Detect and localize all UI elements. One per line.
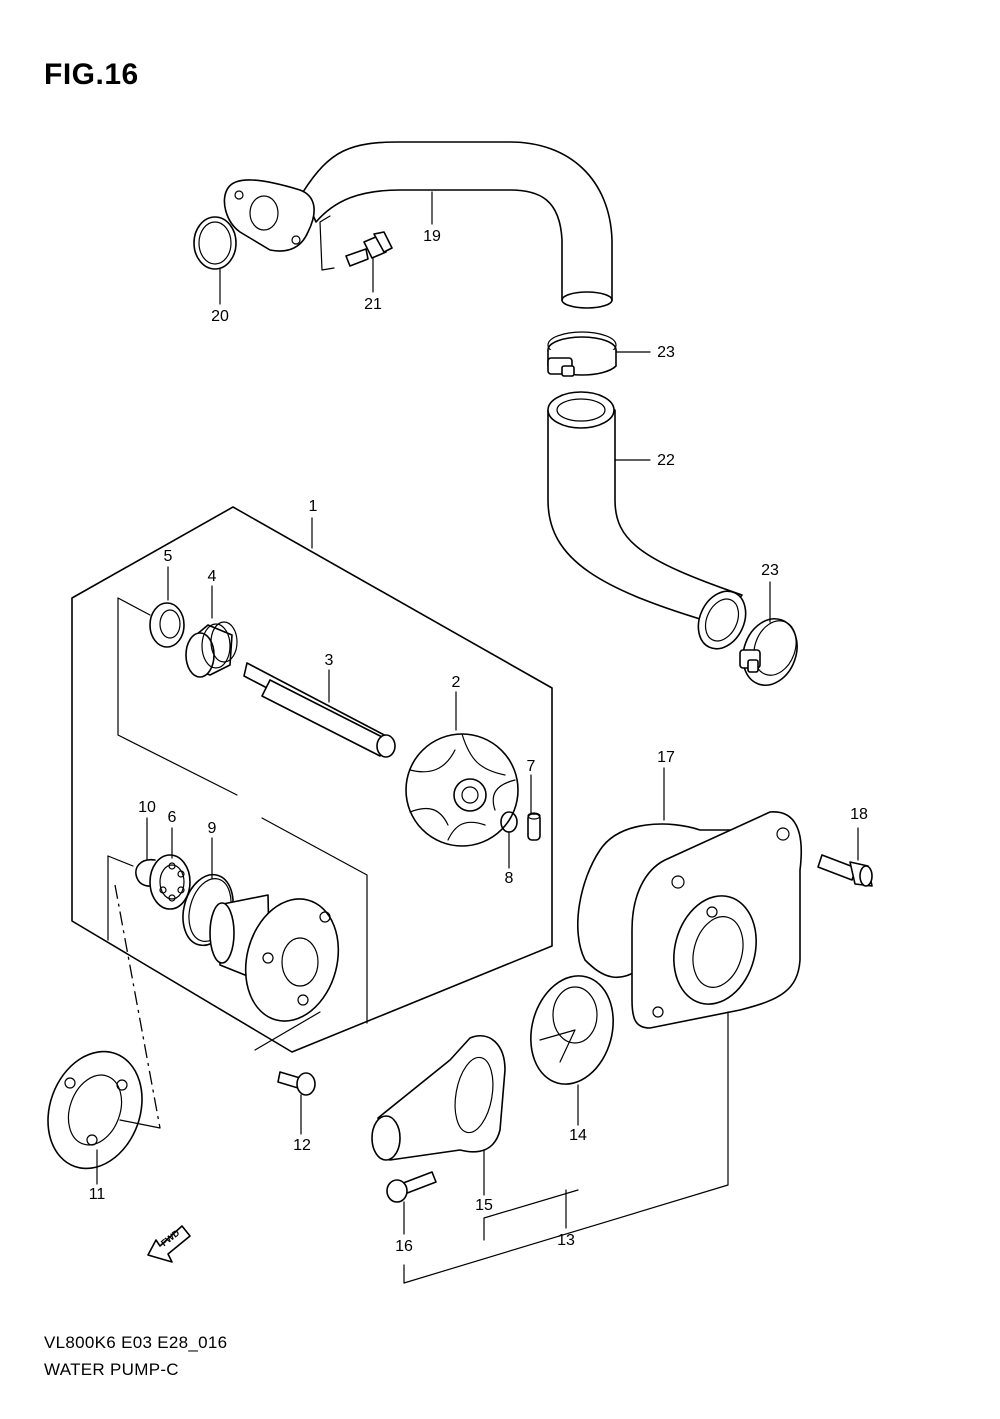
callout-23-lower: 23: [761, 562, 779, 579]
part-21-bolt: [345, 231, 393, 267]
callout-7: 7: [526, 758, 536, 775]
part-22-water-hose: [547, 391, 747, 650]
callout-18: 18: [850, 806, 868, 823]
callout-5: 5: [163, 548, 173, 565]
callout-2: 2: [451, 674, 461, 691]
callout-20: 20: [211, 308, 229, 325]
part-6-bearing: [149, 854, 191, 910]
part-11-gasket: [47, 1050, 143, 1170]
part-21-bracket-line: [319, 215, 335, 271]
callout-3: 3: [324, 652, 334, 669]
callout-22: 22: [657, 452, 675, 469]
callout-8: 8: [504, 870, 514, 887]
callout-11: 11: [88, 1186, 106, 1203]
part-16-screw: [386, 1171, 437, 1203]
callout-10: 10: [138, 799, 156, 816]
part-23-upper-hose-clamp: [547, 331, 617, 377]
part-4-mechanical-seal: [185, 621, 238, 678]
callout-19: 19: [423, 228, 441, 245]
callout-15: 15: [475, 1197, 493, 1214]
pump-case: [209, 894, 340, 1022]
part-19-water-pipe: [223, 141, 613, 309]
part-5-oil-seal: [149, 602, 185, 648]
part-18-bolt: [817, 854, 873, 887]
diagram-name: WATER PUMP-C: [44, 1360, 179, 1379]
callout-1: 1: [308, 498, 318, 515]
part-12-screw: [277, 1071, 316, 1096]
pump-cover: [631, 811, 802, 1029]
part-23-lower-hose-clamp: [739, 618, 798, 686]
part-2-impeller: [405, 733, 519, 847]
part-1-assembly-frame: [71, 506, 553, 1053]
part-7-dowel-pin: [527, 812, 541, 841]
figure-title: FIG.16: [44, 58, 139, 91]
part-15-thermostat-cover: [371, 1035, 506, 1161]
diagram-code: VL800K6 E03 E28_016: [44, 1333, 228, 1352]
part-3-impeller-shaft: [243, 662, 396, 758]
part-20-o-ring: [193, 216, 237, 270]
forward-arrow-icon: [147, 1225, 191, 1263]
callout-23-upper: 23: [657, 344, 675, 361]
callout-16: 16: [395, 1238, 413, 1255]
leader-lines: [96, 191, 859, 1235]
callout-4: 4: [207, 568, 217, 585]
part-13-bracket-inner: [483, 1189, 579, 1241]
callout-13: 13: [557, 1232, 575, 1249]
callout-17: 17: [657, 749, 675, 766]
part-11-bracket: [119, 1119, 161, 1129]
callout-9: 9: [207, 820, 217, 837]
part-13-bracket: [403, 1011, 729, 1284]
callout-21: 21: [364, 296, 382, 313]
callout-12: 12: [293, 1137, 311, 1154]
part-14-thermostat: [530, 975, 614, 1085]
callout-6: 6: [167, 809, 177, 826]
callout-14: 14: [569, 1127, 587, 1144]
